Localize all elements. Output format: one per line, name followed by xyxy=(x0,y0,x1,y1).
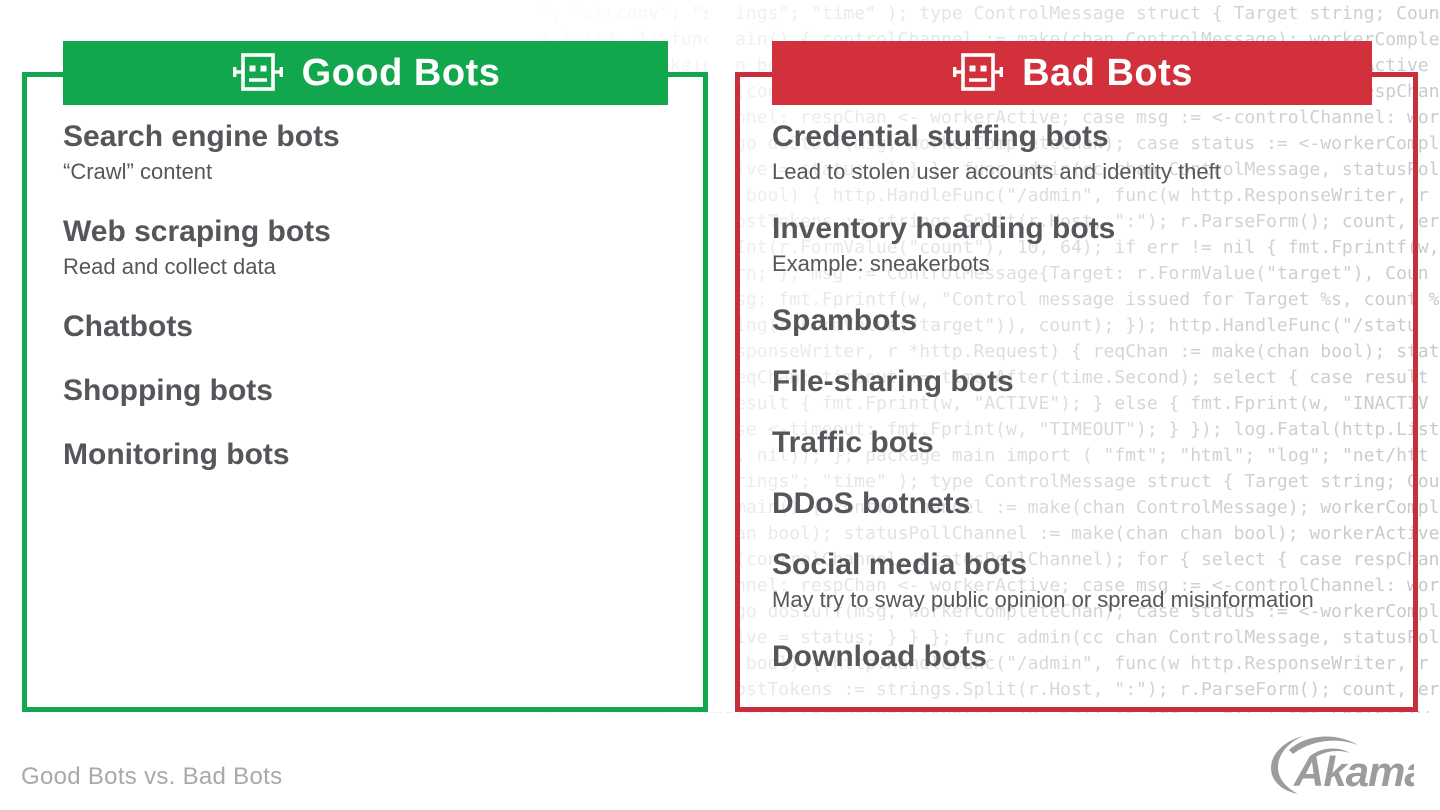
akamai-logo-text: Akamai xyxy=(1293,748,1414,795)
list-item: File-sharing bots xyxy=(772,365,1392,399)
item-label: DDoS botnets xyxy=(772,487,971,520)
item-label: Spambots xyxy=(772,304,918,337)
list-item: Web scraping bots Read and collect data xyxy=(63,215,663,280)
list-item: Search engine bots “Crawl” content xyxy=(63,120,663,185)
list-item: Social media bots May try to sway public… xyxy=(772,548,1392,613)
item-label: Download bots xyxy=(772,640,987,673)
bad-bots-title: Bad Bots xyxy=(1022,51,1193,94)
bad-bots-header: Bad Bots xyxy=(772,41,1372,105)
good-bots-list: Search engine bots “Crawl” content Web s… xyxy=(63,120,663,502)
list-item: Spambots xyxy=(772,304,1392,338)
list-item: Shopping bots xyxy=(63,374,663,408)
item-label: Monitoring bots xyxy=(63,438,290,471)
item-note: Lead to stolen user accounts and identit… xyxy=(772,159,1221,184)
item-label: Web scraping bots xyxy=(63,215,331,248)
good-bots-header: Good Bots xyxy=(63,41,668,105)
robot-icon xyxy=(232,53,283,91)
item-note: “Crawl” content xyxy=(63,159,213,184)
robot-icon xyxy=(953,53,1004,91)
list-item: Credential stuffing bots Lead to stolen … xyxy=(772,120,1392,185)
item-label: File-sharing bots xyxy=(772,365,1014,398)
good-bots-panel xyxy=(22,72,708,712)
item-label: Inventory hoarding bots xyxy=(772,212,1116,245)
list-item: Download bots xyxy=(772,640,1392,674)
list-item: Monitoring bots xyxy=(63,438,663,472)
item-note: Example: sneakerbots xyxy=(772,251,990,276)
list-item: Traffic bots xyxy=(772,426,1392,460)
good-bots-title: Good Bots xyxy=(301,51,501,94)
akamai-logo: Akamai xyxy=(1271,736,1414,795)
item-label: Search engine bots xyxy=(63,120,340,153)
image-caption: Good Bots vs. Bad Bots xyxy=(21,763,283,790)
item-label: Credential stuffing bots xyxy=(772,120,1109,153)
item-label: Social media bots xyxy=(772,548,1028,581)
item-label: Traffic bots xyxy=(772,426,934,459)
bad-bots-list: Credential stuffing bots Lead to stolen … xyxy=(772,120,1392,701)
item-label: Chatbots xyxy=(63,310,193,343)
list-item: Chatbots xyxy=(63,310,663,344)
list-item: DDoS botnets xyxy=(772,487,1392,521)
panel-gap xyxy=(708,0,735,712)
item-note: Read and collect data xyxy=(63,254,276,279)
item-note: May try to sway public opinion or spread… xyxy=(772,587,1314,612)
item-label: Shopping bots xyxy=(63,374,273,407)
list-item: Inventory hoarding bots Example: sneaker… xyxy=(772,212,1392,277)
